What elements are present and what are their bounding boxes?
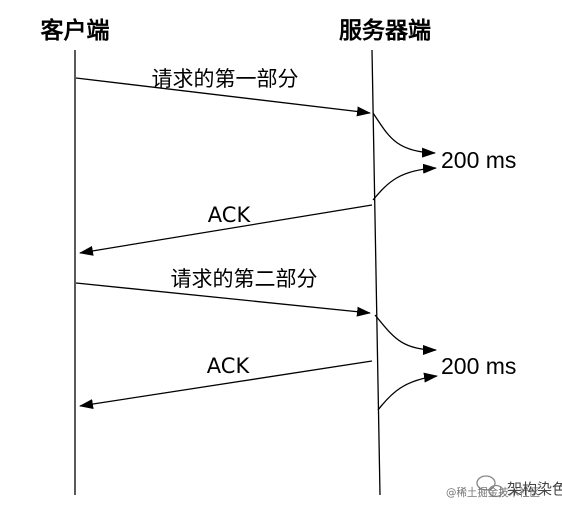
wechat-icon [476, 475, 504, 498]
request-part-one-arrow [75, 77, 371, 117]
ack-one-arrow [79, 204, 373, 256]
request-part-two-arrow [75, 282, 371, 317]
watermark: @稀土掘金技术社区 架构染色 [446, 475, 562, 499]
ack-two-arrow [79, 360, 373, 409]
delay-one-in-curve [372, 112, 436, 158]
ack-one-label: ACK [208, 203, 252, 227]
server-lifeline [371, 49, 381, 496]
delay-two-label: 200 ms [441, 353, 516, 379]
delay-two-out-curve [377, 372, 438, 411]
watermark-prefix: @稀土掘金技术社区 [446, 485, 540, 499]
ack-two-label: ACK [207, 354, 251, 378]
delay-one-label: 200 ms [441, 147, 516, 173]
request-part-two-label: 请求的第二部分 [171, 267, 318, 291]
server-title: 服务器端 [339, 18, 431, 44]
client-title: 客户端 [41, 17, 110, 44]
request-part-one-label: 请求的第一部分 [152, 67, 299, 91]
delay-one-out-curve [372, 163, 437, 201]
watermark-name: 架构染色 [507, 480, 562, 498]
delay-two-in-curve [374, 314, 437, 355]
